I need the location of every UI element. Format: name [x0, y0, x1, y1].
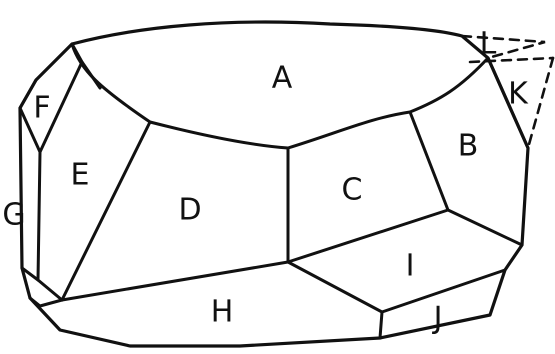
label-d: D [178, 193, 201, 228]
label-e: E [71, 158, 90, 193]
label-a: A [272, 61, 293, 96]
label-k: K [508, 77, 529, 112]
label-b: B [458, 129, 479, 164]
label-c: C [342, 173, 363, 208]
label-g: G [2, 198, 25, 233]
dashed-projection-k [528, 58, 553, 148]
edge-j-left [380, 312, 382, 338]
label-l: L [480, 27, 497, 62]
label-f: F [33, 91, 50, 126]
label-h: H [211, 295, 234, 330]
label-i: I [406, 249, 415, 284]
label-j: J [432, 301, 443, 336]
